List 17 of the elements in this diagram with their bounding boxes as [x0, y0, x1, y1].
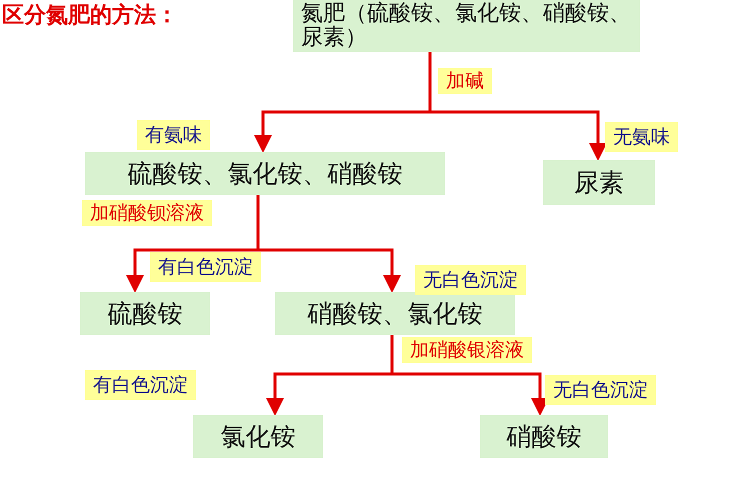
- text-box: 硫酸铵、氯化铵、硝酸铵: [85, 152, 445, 195]
- edge-label: 有白色沉淀: [85, 370, 196, 400]
- edge-label: 无白色沉淀: [545, 375, 656, 405]
- text-box: 硫酸铵: [80, 292, 210, 335]
- text-box: 尿素: [543, 160, 655, 205]
- edge-label: 无氨味: [605, 122, 678, 152]
- text-box: 氮肥（硫酸铵、氯化铵、硝酸铵、尿素）: [293, 0, 640, 52]
- step-label: 加碱: [438, 68, 492, 94]
- edge-label: 无白色沉淀: [415, 265, 526, 295]
- title: 区分氮肥的方法：: [2, 2, 178, 30]
- step-label: 加硝酸钡溶液: [82, 200, 212, 226]
- step-label: 加硝酸银溶液: [402, 337, 532, 363]
- edge-label: 有白色沉淀: [150, 252, 261, 282]
- text-box: 硝酸铵: [480, 415, 608, 458]
- edge-label: 有氨味: [137, 120, 210, 150]
- text-box: 硝酸铵、氯化铵: [275, 292, 515, 335]
- text-box: 氯化铵: [193, 415, 323, 458]
